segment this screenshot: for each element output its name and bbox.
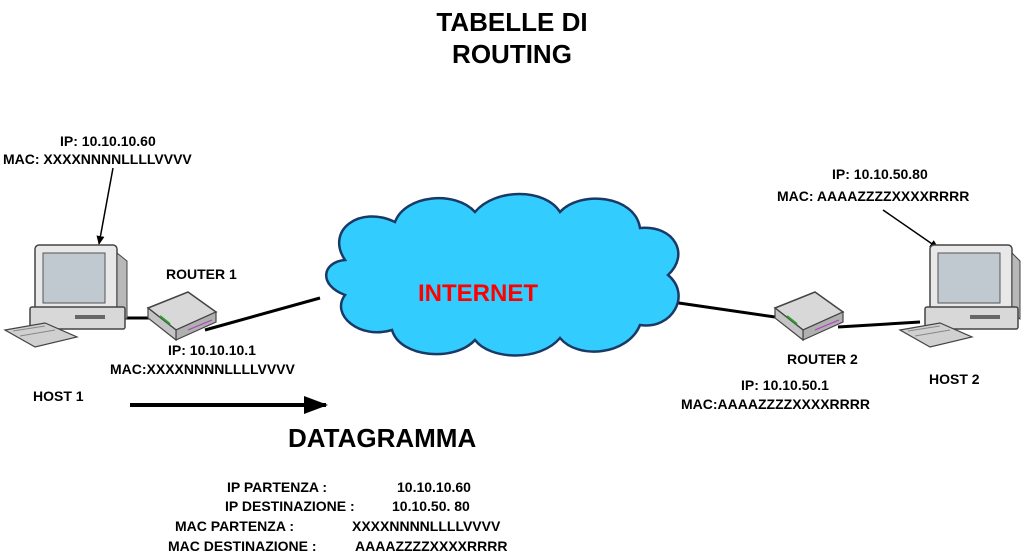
host2-pointer-arrow bbox=[882, 209, 939, 249]
page-title-line2: ROUTING bbox=[452, 39, 572, 69]
datagram-row-mac-destination: MAC DESTINAZIONE : AAAAZZZZXXXXRRRR bbox=[168, 537, 507, 555]
router2-ip-label: IP: 10.10.50.1 bbox=[741, 377, 829, 393]
router1-name-label: ROUTER 1 bbox=[166, 266, 237, 282]
datagram-row-value: 10.10.50. 80 bbox=[392, 498, 470, 514]
datagram-row-label: MAC DESTINAZIONE : bbox=[168, 538, 317, 554]
router2-router-icon bbox=[773, 291, 845, 342]
page-title-line1: TABELLE DI bbox=[436, 7, 588, 37]
datagram-row-label: IP PARTENZA : bbox=[227, 479, 328, 495]
host2-name-label: HOST 2 bbox=[929, 371, 980, 387]
datagram-row-ip-destination: IP DESTINAZIONE : 10.10.50. 80 bbox=[225, 497, 470, 515]
host1-pointer-arrow bbox=[96, 167, 114, 245]
internet-cloud bbox=[325, 192, 680, 357]
link-router2-host2 bbox=[837, 320, 921, 329]
datagram-row-ip-source: IP PARTENZA : 10.10.10.60 bbox=[227, 478, 471, 496]
datagram-row-value: AAAAZZZZXXXXRRRR bbox=[355, 538, 508, 554]
router1-mac-label: MAC:XXXXNNNNLLLLVVVV bbox=[110, 361, 295, 377]
link-router1-internet bbox=[204, 296, 321, 332]
datagram-row-mac-source: MAC PARTENZA : XXXXNNNNLLLLVVVV bbox=[175, 517, 500, 535]
host2-mac-label: MAC: AAAAZZZZXXXXRRRR bbox=[777, 188, 970, 204]
host1-computer-icon bbox=[3, 244, 128, 348]
link-internet-router2 bbox=[671, 300, 783, 320]
datagram-row-label: IP DESTINAZIONE : bbox=[225, 498, 355, 514]
router2-mac-label: MAC:AAAAZZZZXXXXRRRR bbox=[681, 396, 870, 412]
router1-ip-label: IP: 10.10.10.1 bbox=[168, 342, 256, 358]
datagram-row-value: XXXXNNNNLLLLVVVV bbox=[352, 518, 501, 534]
router2-name-label: ROUTER 2 bbox=[787, 351, 858, 367]
host2-computer-icon bbox=[898, 244, 1021, 348]
host2-ip-label: IP: 10.10.50.80 bbox=[832, 166, 928, 182]
datagram-row-label: MAC PARTENZA : bbox=[175, 518, 294, 534]
internet-label: INTERNET bbox=[418, 280, 538, 307]
host1-name-label: HOST 1 bbox=[33, 388, 84, 404]
router1-router-icon bbox=[146, 291, 218, 342]
datagram-row-value: 10.10.10.60 bbox=[397, 479, 471, 495]
host1-ip-label: IP: 10.10.10.60 bbox=[60, 133, 156, 149]
host1-mac-label: MAC: XXXXNNNNLLLLVVVV bbox=[3, 151, 192, 167]
datagram-title: DATAGRAMMA bbox=[288, 423, 477, 453]
